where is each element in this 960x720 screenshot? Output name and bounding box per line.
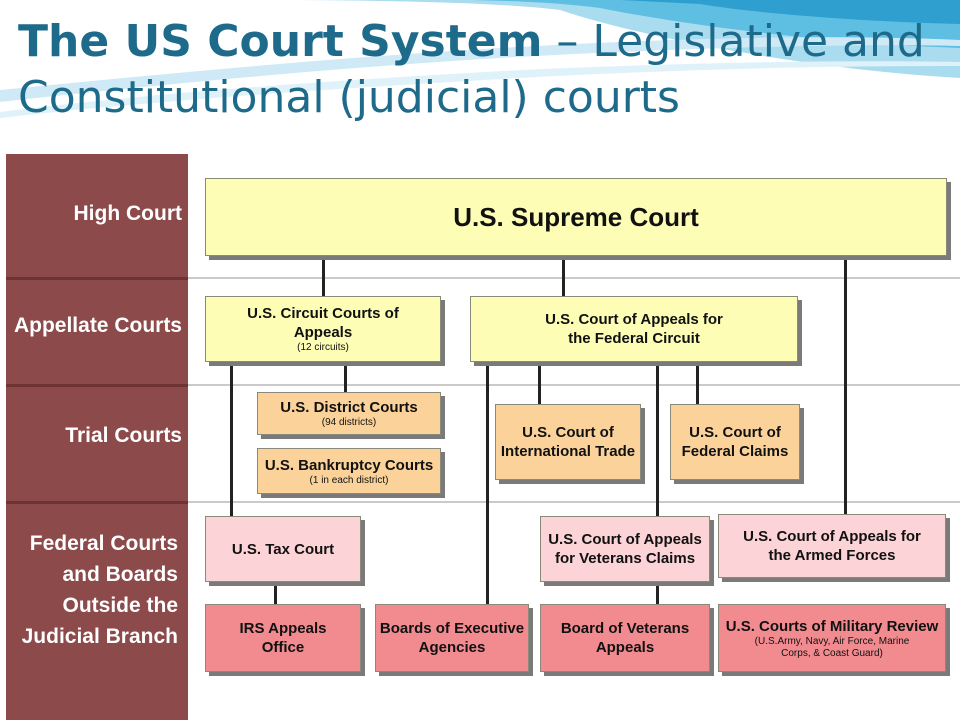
- wave-band: [0, 61, 960, 118]
- military-review-label: U.S. Courts of Military Review: [725, 617, 939, 635]
- bankruptcy-courts-sub: (1 in each district): [309, 474, 389, 486]
- level-sidebar: [6, 154, 188, 720]
- level-divider: [6, 384, 188, 387]
- connector-line: [322, 256, 325, 296]
- veterans-appeals-box: Board of Veterans Appeals: [540, 604, 710, 672]
- circuit-courts-box: U.S. Circuit Courts of Appeals (12 circu…: [205, 296, 441, 362]
- veterans-claims-box: U.S. Court of Appeals for Veterans Claim…: [540, 516, 710, 582]
- circuit-courts-label: U.S. Circuit Courts of Appeals: [247, 305, 399, 341]
- intl-trade-label: U.S. Court of International Trade: [500, 424, 636, 460]
- supreme-court-box: U.S. Supreme Court: [205, 178, 947, 256]
- level-divider: [6, 277, 188, 280]
- veterans-claims-label: U.S. Court of Appeals for Veterans Claim…: [548, 531, 702, 567]
- connector-line: [656, 362, 659, 604]
- bankruptcy-courts-label: U.S. Bankruptcy Courts: [264, 456, 434, 474]
- district-courts-box: U.S. District Courts (94 districts): [257, 392, 441, 435]
- wave-banner: [0, 0, 960, 118]
- supreme-court-label: U.S. Supreme Court: [453, 202, 699, 232]
- wave-band: [0, 37, 960, 102]
- level-label-appellate: Appellate Courts: [13, 314, 182, 337]
- federal-circuit-label: U.S. Court of Appeals for the Federal Ci…: [545, 311, 723, 347]
- district-courts-sub: (94 districts): [321, 417, 377, 428]
- title-rest: – Legislative and Constitutional (judici…: [18, 16, 925, 123]
- page-title: The US Court System – Legislative and Co…: [18, 14, 958, 126]
- federal-claims-label: U.S. Court of Federal Claims: [681, 424, 789, 460]
- connector-line: [844, 256, 847, 514]
- connector-line: [230, 362, 233, 516]
- veterans-appeals-label: Board of Veterans Appeals: [560, 620, 690, 656]
- connector-line: [486, 362, 489, 604]
- wave-band: [620, 0, 960, 24]
- exec-boards-label: Boards of Executive Agencies: [379, 620, 525, 656]
- title-bold: The US Court System: [18, 16, 543, 67]
- federal-claims-box: U.S. Court of Federal Claims: [670, 404, 800, 480]
- circuit-courts-sub: (12 circuits): [297, 342, 349, 353]
- level-label-high-court: High Court: [73, 202, 182, 225]
- exec-boards-box: Boards of Executive Agencies: [375, 604, 529, 672]
- irs-appeals-label: IRS Appeals Office: [239, 620, 327, 656]
- connector-line: [562, 256, 565, 296]
- federal-circuit-box: U.S. Court of Appeals for the Federal Ci…: [470, 296, 798, 362]
- military-review-sub: (U.S.Army, Navy, Air Force, Marine Corps…: [754, 635, 910, 659]
- irs-appeals-box: IRS Appeals Office: [205, 604, 361, 672]
- level-divider: [6, 501, 188, 504]
- military-review-box: U.S. Courts of Military Review (U.S.Army…: [718, 604, 946, 672]
- level-label-trial: Trial Courts: [65, 424, 182, 447]
- tax-court-box: U.S. Tax Court: [205, 516, 361, 582]
- connector-line: [344, 362, 347, 392]
- armed-forces-box: U.S. Court of Appeals for the Armed Forc…: [718, 514, 946, 578]
- level-label-outside-judicial: Federal Courts and Boards Outside the Ju…: [21, 532, 178, 648]
- connector-line: [538, 362, 541, 404]
- connector-line: [274, 582, 277, 604]
- armed-forces-label: U.S. Court of Appeals for the Armed Forc…: [743, 528, 921, 564]
- connector-line: [696, 362, 699, 404]
- bankruptcy-courts-box: U.S. Bankruptcy Courts (1 in each distri…: [257, 448, 441, 494]
- district-courts-label: U.S. District Courts: [280, 399, 418, 416]
- intl-trade-box: U.S. Court of International Trade: [495, 404, 641, 480]
- tax-court-label: U.S. Tax Court: [231, 540, 335, 558]
